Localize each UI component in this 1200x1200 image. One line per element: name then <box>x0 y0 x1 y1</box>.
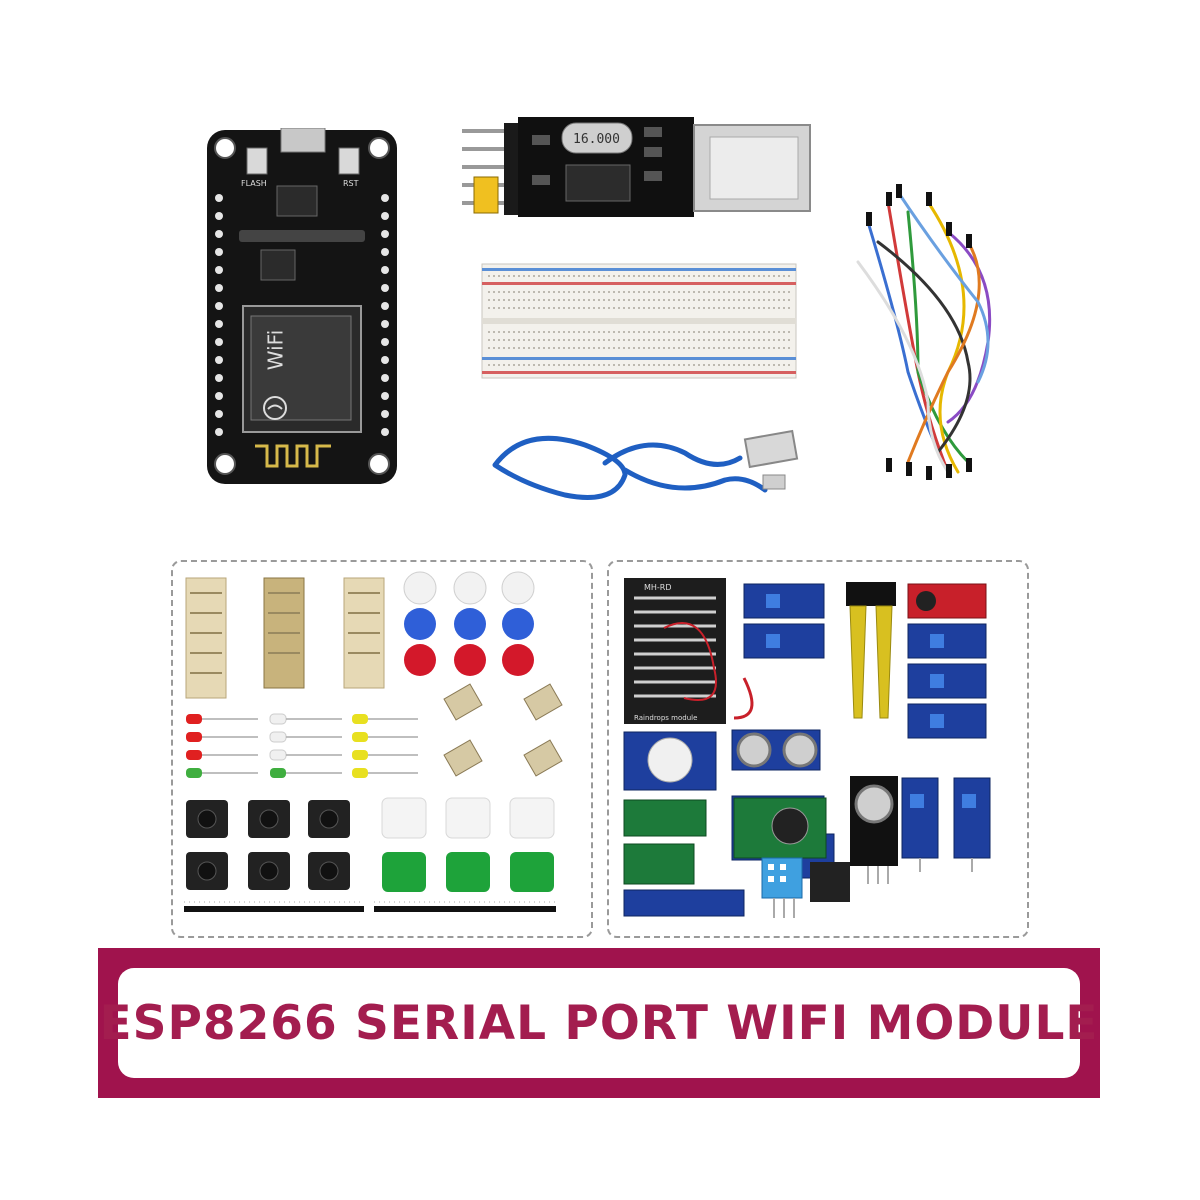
leds <box>186 713 418 778</box>
esp8266-board: FLASH RST <box>207 128 397 484</box>
ultrasonic-sensor <box>736 732 818 768</box>
resistor-packs <box>185 577 385 699</box>
wifi-icon <box>262 395 288 421</box>
title-banner-inner: ESP8266 SERIAL PORT WIFI MODULE <box>99 968 1098 1078</box>
breadboard <box>481 263 797 379</box>
sensors-illustration: MH-RD Raindrops module <box>623 578 991 918</box>
tactile-switches <box>186 800 350 890</box>
title-banner: ESP8266 SERIAL PORT WIFI MODULE <box>98 948 1100 1098</box>
usb-ttl-adapter: 16.000 <box>462 117 811 217</box>
potentiometers <box>443 683 563 777</box>
svg-text:FLASH: FLASH <box>241 179 267 188</box>
rain-sensor: MH-RD Raindrops module <box>624 578 754 724</box>
banner-title: ESP8266 SERIAL PORT WIFI MODULE <box>99 995 1099 1051</box>
rain-sensor-label: MH-RD <box>644 583 672 592</box>
crystal-label: 16.000 <box>573 132 620 147</box>
square-caps <box>381 797 555 892</box>
components-illustration <box>184 571 563 912</box>
rain-module-label: Raindrops module <box>634 714 697 722</box>
button-caps <box>403 571 535 676</box>
wifi-logo-label: WiFi <box>263 329 288 371</box>
jumper-wires <box>856 184 992 480</box>
header-pins <box>184 901 556 912</box>
soil-probe <box>846 582 896 719</box>
svg-text:RST: RST <box>343 179 359 188</box>
usb-cable <box>492 429 799 500</box>
